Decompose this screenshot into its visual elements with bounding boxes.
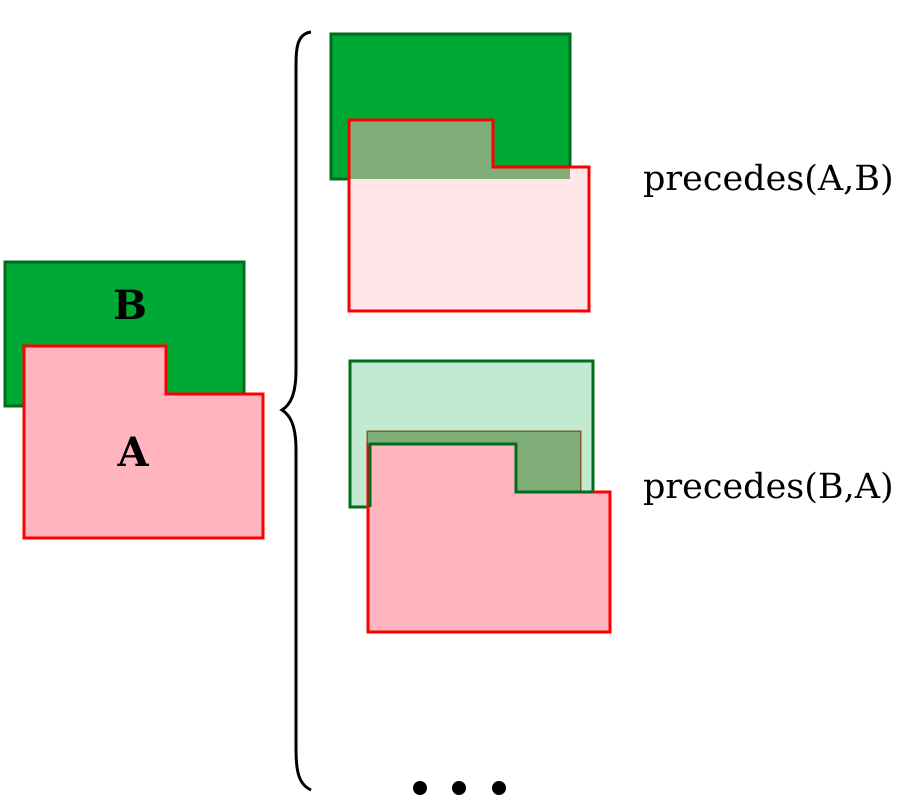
shape-a — [22, 344, 265, 540]
case2-shape-a-top-edge — [368, 442, 593, 507]
ellipsis-dot — [452, 781, 466, 795]
relation-label: precedes(B,A) — [643, 467, 894, 507]
source-configuration: B A — [3, 260, 265, 540]
relation-label: precedes(A,B) — [643, 159, 894, 199]
case2-overlap-region — [368, 432, 580, 492]
shape-a-label: A — [116, 429, 149, 476]
ellipsis — [413, 781, 506, 795]
ellipsis-dot — [492, 781, 506, 795]
case1-shape-a-outline — [347, 118, 591, 313]
shape-b-label: B — [113, 282, 147, 329]
curly-brace — [279, 30, 312, 792]
case-a-precedes-b: precedes(A,B) — [329, 32, 894, 313]
case-b-precedes-a: precedes(B,A) — [348, 359, 894, 634]
ellipsis-dot — [413, 781, 427, 795]
case1-overlap-region — [349, 120, 570, 179]
